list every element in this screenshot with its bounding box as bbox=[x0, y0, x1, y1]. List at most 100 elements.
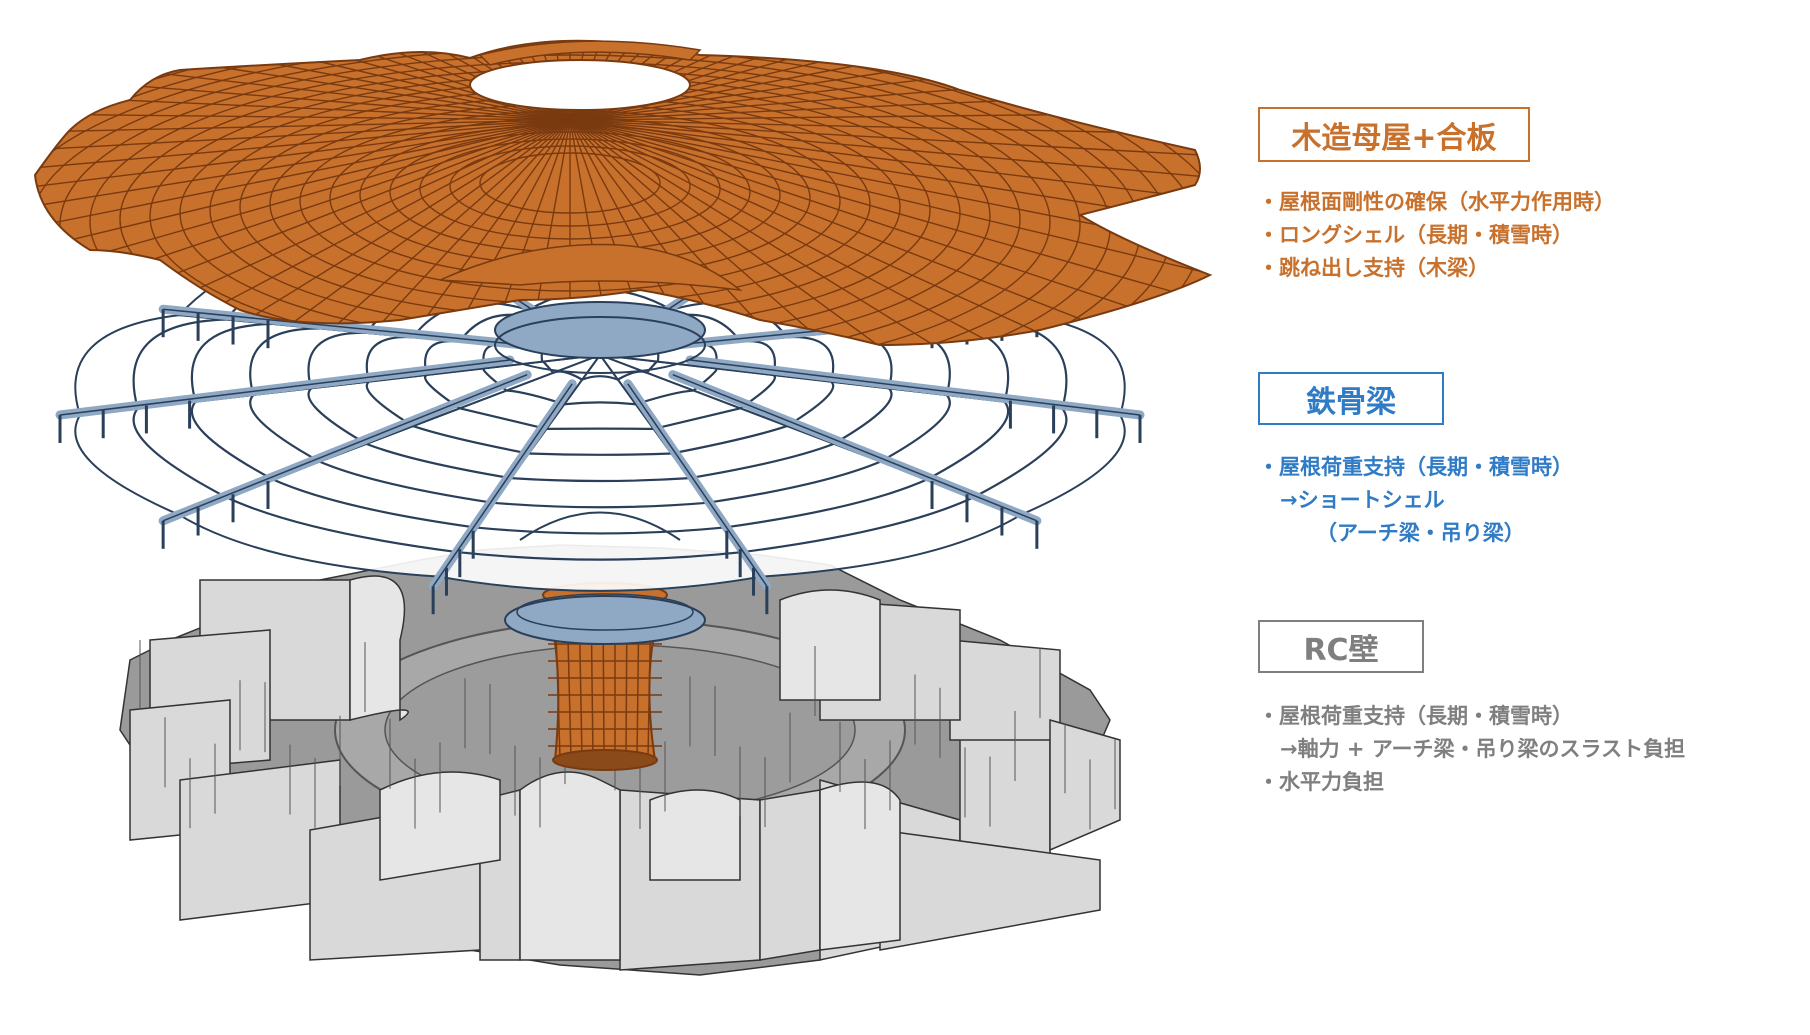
steel-arch-beam bbox=[879, 394, 951, 463]
timber-roof-layer bbox=[33, 39, 1213, 347]
legend-item: →軸力 + アーチ梁・吊り梁のスラスト負担 bbox=[1280, 737, 1686, 761]
timber-rafter bbox=[569, 40, 1210, 121]
steel-arch-beam bbox=[742, 496, 975, 554]
rc-curved-wall bbox=[519, 771, 621, 961]
steel-arch-beam bbox=[973, 407, 1068, 499]
rc-curved-wall bbox=[349, 575, 409, 722]
timber-rafter bbox=[160, 119, 571, 345]
timber-rafter bbox=[569, 109, 1210, 121]
legend-item: ・屋根荷重支持（長期・積雪時） bbox=[1258, 704, 1573, 728]
timber-rafter bbox=[35, 119, 571, 141]
steel-shell-petal bbox=[177, 352, 603, 578]
timber-rafter bbox=[569, 119, 1041, 345]
legend-list-rc: ・屋根荷重支持（長期・積雪時） →軸力 + アーチ梁・吊り梁のスラスト負担 ・水… bbox=[1258, 700, 1685, 799]
timber-rafter bbox=[40, 119, 571, 345]
timber-rafter bbox=[291, 119, 571, 345]
steel-arch-beam bbox=[190, 400, 274, 481]
legend-title-timber: 木造母屋+合板 bbox=[1258, 107, 1530, 162]
steel-arch-beam bbox=[249, 394, 321, 463]
steel-arch-beam bbox=[706, 460, 881, 504]
timber-purlin bbox=[59, 54, 1081, 345]
rc-curved-wall bbox=[649, 789, 741, 881]
steel-radial-beam-edge bbox=[59, 359, 511, 416]
steel-bottom-ring bbox=[504, 595, 706, 645]
steel-arch-beam bbox=[190, 322, 273, 402]
steel-arch-beam bbox=[225, 496, 458, 554]
steel-arch-beam bbox=[132, 407, 227, 499]
legend-title-steel: 鉄骨梁 bbox=[1258, 372, 1444, 425]
timber-rafter bbox=[569, 119, 1155, 345]
timber-rafter bbox=[569, 119, 915, 345]
timber-rafter bbox=[569, 119, 1210, 230]
timber-rafter bbox=[569, 119, 1210, 201]
rc-wall-segment bbox=[759, 789, 821, 961]
timber-rafter bbox=[35, 119, 571, 345]
timber-rafter bbox=[35, 40, 571, 121]
steel-arch-beam bbox=[724, 478, 928, 529]
timber-purlin bbox=[299, 110, 841, 292]
steel-arch-beam bbox=[459, 407, 547, 430]
legend-list-timber: ・屋根面剛性の確保（水平力作用時） ・ロングシェル（長期・積雪時） ・跳ね出し支… bbox=[1258, 186, 1615, 285]
steel-arch-beam bbox=[307, 387, 367, 445]
steel-arch-beam bbox=[926, 400, 1010, 481]
timber-rafter bbox=[569, 119, 1210, 287]
rc-curved-wall bbox=[379, 771, 501, 881]
steel-arch-beam bbox=[653, 407, 741, 430]
rc-wall-segment bbox=[1049, 719, 1121, 852]
legend-item: →ショートシェル bbox=[1280, 488, 1445, 512]
timber-rafter bbox=[225, 119, 571, 345]
steel-radial-beam-edge bbox=[672, 373, 1038, 522]
steel-arch-beam bbox=[365, 442, 511, 480]
steel-arch-beam bbox=[457, 550, 743, 561]
steel-radial-beam-edge bbox=[689, 359, 1141, 416]
timber-rafter bbox=[35, 119, 571, 340]
timber-rafter bbox=[35, 109, 571, 121]
legend-title-steel-text: 鉄骨梁 bbox=[1306, 384, 1396, 420]
steel-radial-beam-edge bbox=[162, 373, 528, 522]
legend-item: （アーチ梁・吊り梁） bbox=[1316, 521, 1525, 545]
rc-wall-segment bbox=[879, 829, 1101, 951]
steel-arch-beam bbox=[492, 501, 708, 509]
timber-rafter bbox=[569, 119, 1210, 141]
timber-rafter bbox=[35, 40, 571, 121]
timber-rafter bbox=[35, 119, 571, 345]
steel-arch-beam bbox=[671, 425, 788, 455]
steel-arch-beam bbox=[510, 477, 690, 483]
timber-inner-lip bbox=[439, 243, 743, 292]
steel-arch-beam bbox=[528, 452, 672, 456]
legend-title-rc: RC壁 bbox=[1258, 620, 1424, 673]
legend-item: ・屋根荷重支持（長期・積雪時） bbox=[1258, 455, 1573, 479]
timber-rafter bbox=[99, 119, 571, 345]
timber-rafter bbox=[569, 119, 1207, 345]
rc-wall-layer bbox=[119, 544, 1121, 976]
timber-rafter bbox=[35, 119, 571, 201]
steel-arch-beam bbox=[272, 478, 476, 529]
steel-shell-petal bbox=[597, 352, 1023, 578]
steel-radial-beam-edge bbox=[163, 308, 528, 347]
steel-radial-beam-edge bbox=[432, 383, 573, 587]
steel-top-ring-lower bbox=[494, 316, 706, 374]
steel-arch-beam bbox=[132, 318, 227, 409]
steel-arch-beam bbox=[564, 401, 636, 406]
rc-wall-segment bbox=[949, 639, 1061, 741]
steel-arch-beam bbox=[412, 425, 529, 455]
legend-item: ・水平力負担 bbox=[1258, 770, 1384, 794]
legend-title-timber-text: 木造母屋+合板 bbox=[1291, 120, 1497, 156]
steel-arch-beam bbox=[474, 526, 726, 535]
timber-rafter bbox=[35, 119, 571, 345]
steel-arch-beam bbox=[249, 327, 320, 396]
steel-arch-beam bbox=[307, 331, 367, 389]
timber-rafter bbox=[35, 40, 571, 121]
timber-rafter bbox=[35, 119, 571, 230]
rc-curved-wall bbox=[819, 781, 901, 951]
legend-list-steel: ・屋根荷重支持（長期・積雪時） →ショートシェル （アーチ梁・吊り梁） bbox=[1258, 451, 1573, 550]
steel-arch-beam bbox=[689, 442, 835, 480]
steel-funnel-left bbox=[519, 511, 681, 541]
timber-rafter bbox=[35, 119, 571, 287]
legend-item: ・跳ね出し支持（木梁） bbox=[1258, 256, 1489, 280]
column-base bbox=[552, 749, 658, 771]
steel-arch-beam bbox=[319, 460, 494, 504]
timber-rafter bbox=[569, 119, 980, 345]
timber-purlin bbox=[449, 145, 691, 227]
